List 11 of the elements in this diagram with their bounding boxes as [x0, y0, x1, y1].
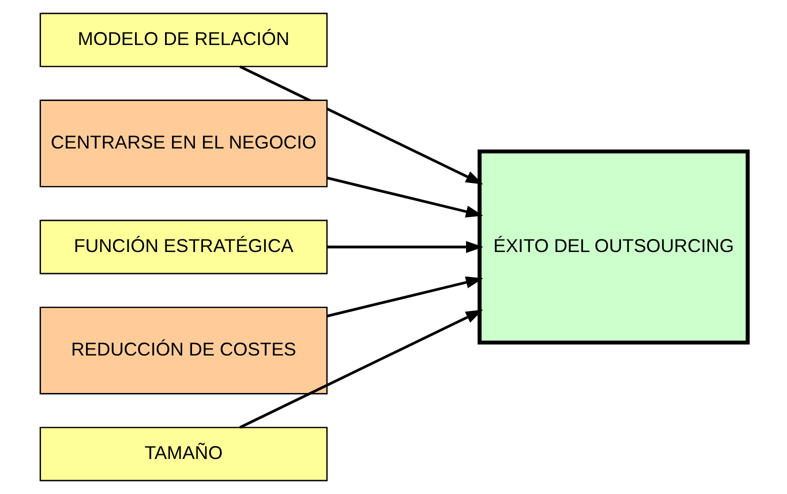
node-box: MODELO DE RELACIÓN [39, 12, 328, 68]
node-box: FUNCIÓN ESTRATÉGICA [39, 220, 328, 274]
arrow [238, 310, 483, 429]
node-box: ÉXITO DEL OUTSOURCING [477, 149, 750, 345]
node-box: REDUCCIÓN DE COSTES [39, 306, 328, 394]
arrow [326, 176, 483, 218]
node-box: TAMAÑO [39, 426, 328, 482]
arrow [326, 240, 483, 254]
arrow [326, 276, 483, 318]
arrow [238, 65, 483, 184]
node-box: CENTRARSE EN EL NEGOCIO [39, 100, 328, 188]
